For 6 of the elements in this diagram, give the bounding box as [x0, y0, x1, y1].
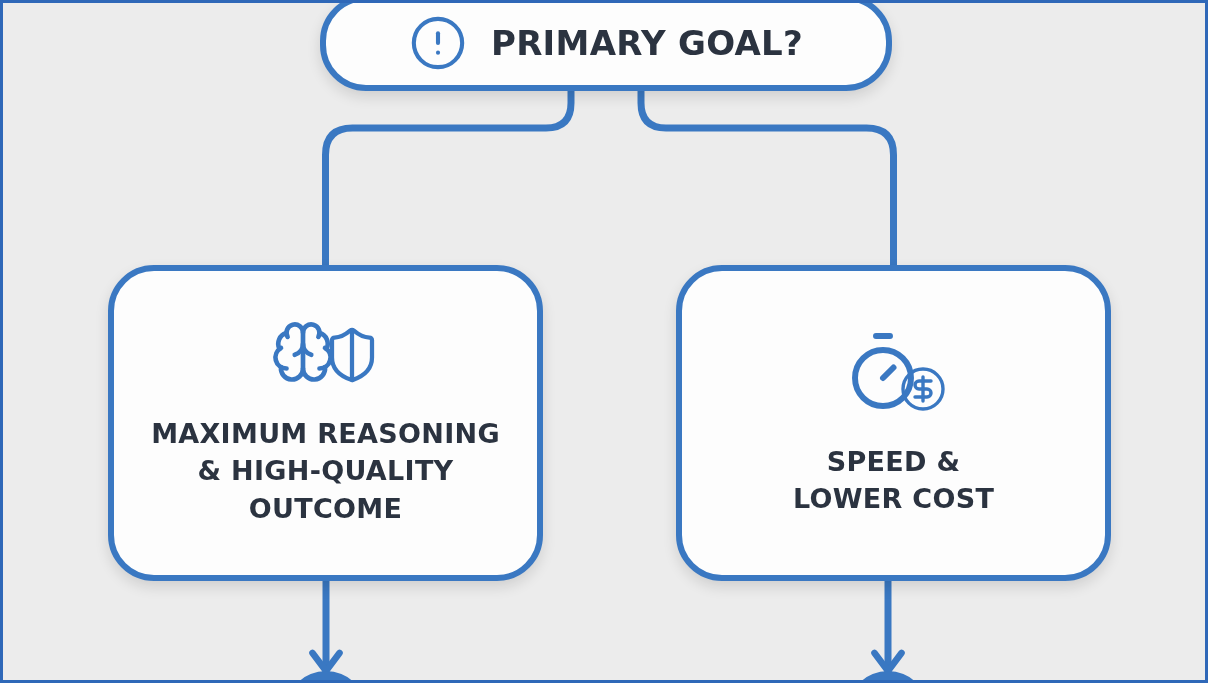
option-label: SPEED & LOWER COST — [791, 444, 996, 516]
option-box — [676, 265, 1111, 581]
option-label: MAXIMUM REASONING & HIGH-QUALITY OUTCOME — [150, 417, 501, 526]
option-box — [108, 265, 543, 581]
question-text: PRIMARY GOAL? — [490, 21, 804, 65]
question-box — [320, 3, 892, 91]
